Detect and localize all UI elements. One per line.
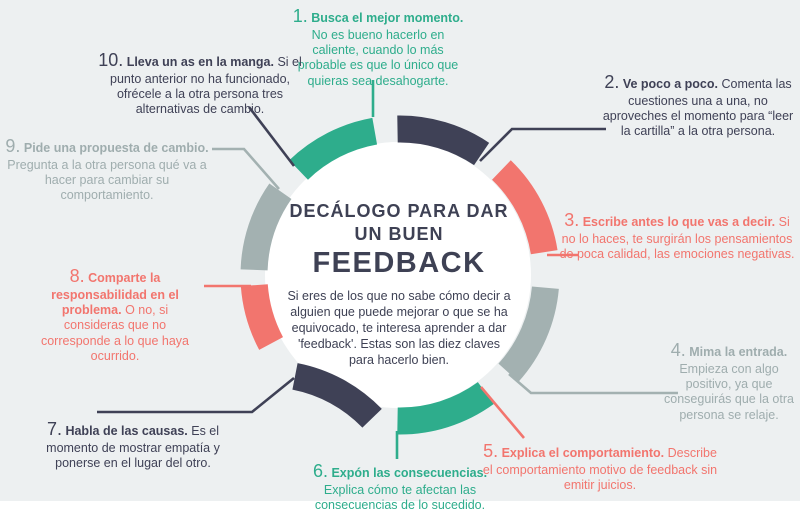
tip-5-body: Describe el comportamiento motivo de fee… <box>482 446 718 493</box>
connector-9 <box>212 147 280 190</box>
center-circle <box>265 142 531 408</box>
tip-10-title: Lleva un as en la manga. <box>126 55 274 69</box>
center-description: Si eres de los que no sabe cómo decir a … <box>287 289 511 368</box>
ring-segment-1 <box>289 117 378 180</box>
center-text: DECÁLOGO PARA DAR UN BUEN FEEDBACK Si er… <box>278 200 520 368</box>
tip-10: 10. Lleva un as en la manga. Si el punto… <box>97 50 303 118</box>
tip-9-title: Pide una propuesta de cambio. <box>23 141 209 155</box>
tip-2-body: Comenta las cuestiones una a una, no apr… <box>602 77 794 139</box>
tip-8-title: Comparte la responsabilidad en el proble… <box>51 271 179 318</box>
connector-7 <box>97 376 295 414</box>
tip-3-number: 3. <box>564 210 580 230</box>
tip-2-number: 2. <box>604 72 620 92</box>
center-title-line1: DECÁLOGO PARA DAR <box>289 201 509 221</box>
tip-9: 9. Pide una propuesta de cambio. Pregunt… <box>2 136 212 204</box>
connector-4 <box>508 373 678 395</box>
tip-1-title: Busca el mejor momento. <box>311 11 464 25</box>
center-title-line3: FEEDBACK <box>312 247 486 279</box>
tip-1-number: 1. <box>292 6 308 26</box>
tip-7-title: Habla de las causas. <box>65 424 188 438</box>
tip-10-number: 10. <box>98 50 124 70</box>
tip-2-title: Ve poco a poco. <box>622 77 718 91</box>
tip-5: 5. Explica el comportamiento. Describe e… <box>480 441 720 493</box>
ring-diagram <box>97 80 678 459</box>
tip-8-body: O no, si consideras que no corresponde a… <box>40 303 190 363</box>
ring-segment-2 <box>397 115 490 166</box>
ring-segment-5 <box>397 381 494 435</box>
tip-3-body: Si no lo haces, te surgirán los pensamie… <box>559 215 795 262</box>
ring-segment-6 <box>292 363 382 428</box>
tip-6-number: 6. <box>312 461 328 481</box>
tip-1: 1. Busca el mejor momento. No es bueno h… <box>288 6 468 89</box>
tip-7-body: Es el momento de mostrar empatía y poner… <box>46 424 220 471</box>
tip-6: 6. Expón las consecuencias. Explica cómo… <box>292 461 508 513</box>
tip-1-body: No es bueno hacerlo en caliente, cuando … <box>297 27 459 88</box>
connector-10 <box>247 106 296 167</box>
connector-2 <box>479 127 606 162</box>
ring-segment-7 <box>240 283 284 350</box>
tip-3-title: Escribe antes lo que vas a decir. <box>582 215 776 229</box>
tip-6-body: Explica cómo te afectan las consecuencia… <box>314 482 486 513</box>
tip-5-title: Explica el comportamiento. <box>501 446 665 460</box>
ring-segment-8 <box>240 183 292 271</box>
tip-7: 7. Habla de las causas. Es el momento de… <box>33 419 233 471</box>
tip-4: 4. Mima la entrada. Empieza con algo pos… <box>660 340 798 423</box>
tip-9-body: Pregunta a la otra persona qué va a hace… <box>7 157 207 203</box>
ring-segment-3 <box>491 160 558 255</box>
tip-4-body: Empieza con algo positivo, ya que conseg… <box>664 361 794 422</box>
tip-6-title: Expón las consecuencias. <box>331 466 488 480</box>
tip-4-number: 4. <box>670 340 686 360</box>
tip-10-body: Si el punto anterior no ha funcionado, o… <box>110 55 302 117</box>
tip-4-title: Mima la entrada. <box>689 345 788 359</box>
center-title-line2: UN BUEN <box>354 223 444 244</box>
connector-5 <box>480 386 525 439</box>
tip-9-number: 9. <box>5 136 21 156</box>
tip-3: 3. Escribe antes lo que vas a decir. Si … <box>556 210 798 262</box>
tip-8-number: 8. <box>69 266 85 286</box>
ring-segment-4 <box>498 286 559 382</box>
tip-8: 8. Comparte la responsabilidad en el pro… <box>30 266 200 364</box>
tip-7-number: 7. <box>46 419 62 439</box>
tip-5-number: 5. <box>483 441 499 461</box>
tip-2: 2. Ve poco a poco. Comenta las cuestione… <box>600 72 796 140</box>
